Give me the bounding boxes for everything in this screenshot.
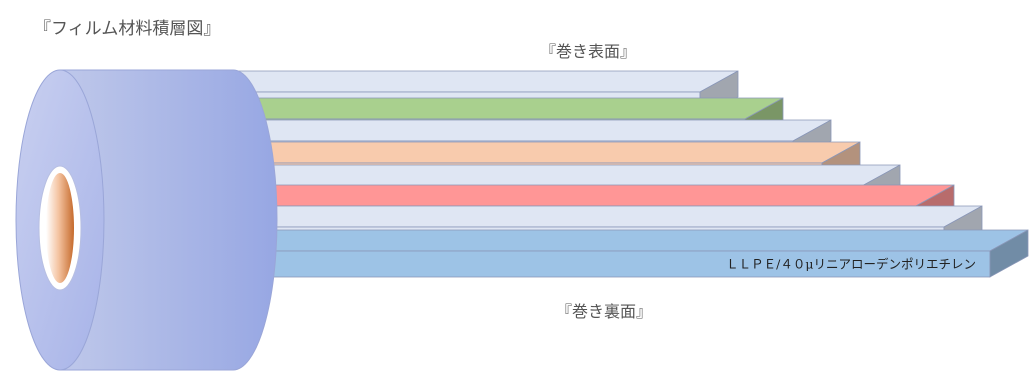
layer-8: ＬＬＰＥ/４０μリニアローデンポリエチレン [199, 229, 1029, 278]
layer-8-label: ＬＬＰＥ/４０μリニアローデンポリエチレン [726, 257, 976, 272]
layer-8-side [989, 229, 1029, 278]
layer-1-top [199, 70, 739, 93]
layer-stack: ポリエステル（ＰＥＴ）樹脂12μ３色印刷（名称、ＯＤ、白色）ドライラミネート/D… [199, 70, 1029, 278]
layer-7-top [199, 205, 983, 228]
layer-5-top [199, 164, 901, 187]
layer-8-front [199, 250, 991, 278]
layer-4-top [199, 141, 861, 164]
top-surface-caption: 『巻き表面』 [540, 42, 637, 61]
diagram-title: 『フィルム材料積層図』 [34, 19, 221, 39]
layer-3-top [199, 119, 832, 142]
film-roll [15, 69, 278, 371]
layer-8-top [199, 229, 1029, 252]
layer-2-top [199, 97, 784, 120]
bottom-surface-caption: 『巻き裏面』 [556, 302, 653, 321]
layer-6-top [199, 184, 955, 207]
